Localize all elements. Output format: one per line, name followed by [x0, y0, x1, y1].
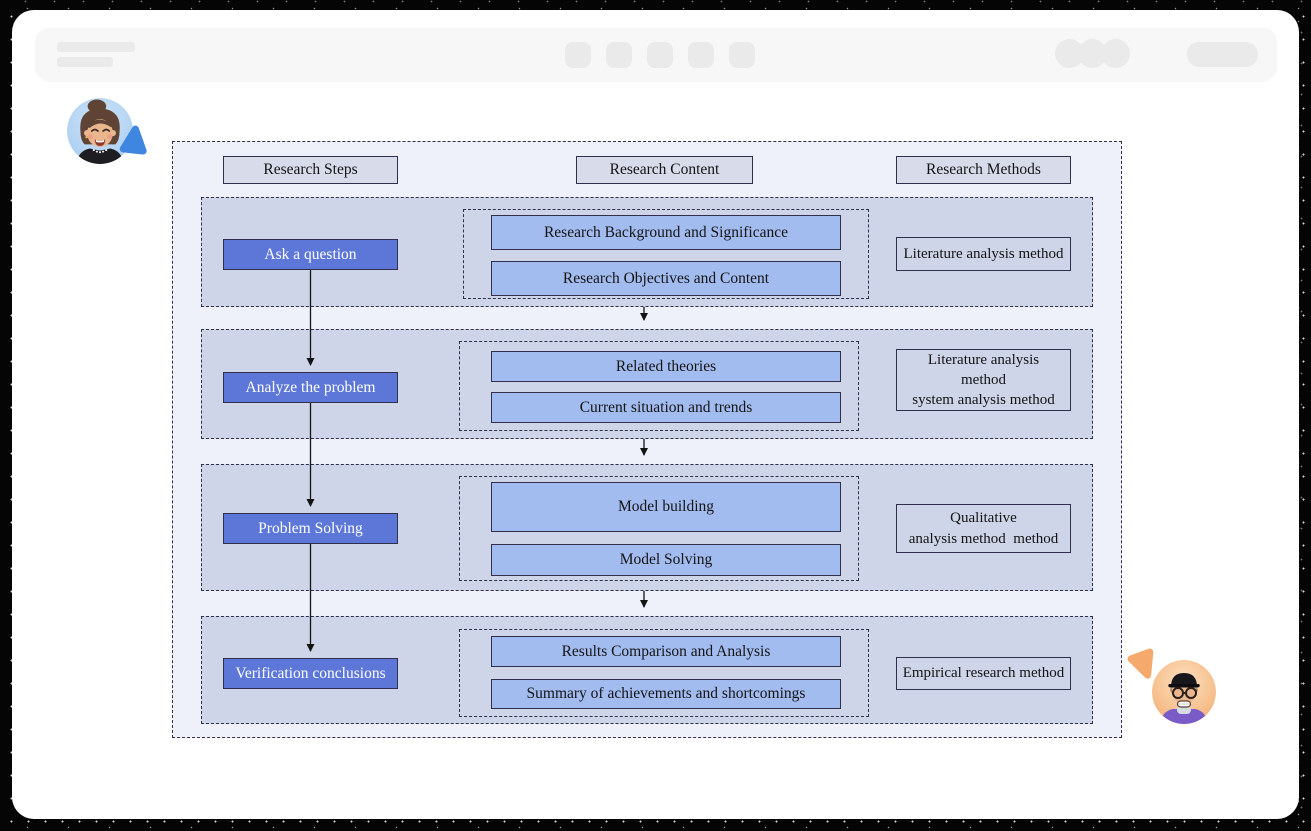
method-box-literature-analysis[interactable]: Literature analysis method — [896, 237, 1071, 271]
toolbar-tool-button-2[interactable] — [606, 42, 632, 68]
method-label: Empirical research method — [902, 665, 1065, 682]
research-flow-diagram: Research Steps Research Content Research… — [172, 141, 1122, 738]
header-research-steps[interactable]: Research Steps — [223, 156, 398, 184]
step-verification-conclusions[interactable]: Verification conclusions — [223, 658, 398, 689]
content-group-3 — [459, 476, 859, 581]
content-group-4 — [459, 629, 869, 717]
header-research-methods-label: Research Methods — [926, 161, 1041, 178]
step-label: Analyze the problem — [245, 378, 376, 396]
toolbar-action-button[interactable] — [1187, 42, 1258, 67]
method-box-literature-system-analysis[interactable]: Literature analysis method system analys… — [896, 349, 1071, 411]
capped-user-with-glasses-avatar — [1152, 660, 1216, 724]
content-label: Results Comparison and Analysis — [561, 642, 771, 660]
content-box-model-building[interactable]: Model building — [491, 482, 841, 532]
toolbar-tool-button-1[interactable] — [565, 42, 591, 68]
content-label: Model building — [617, 498, 714, 515]
content-label: Current situation and trends — [579, 398, 753, 416]
toolbar-tool-button-5[interactable] — [729, 42, 755, 68]
toolbar-title-placeholder — [57, 42, 135, 52]
content-label: Research Objectives and Content — [562, 269, 770, 287]
toolbar-tool-button-4[interactable] — [688, 42, 714, 68]
app-window: Research Steps Research Content Research… — [12, 10, 1299, 819]
female-user-avatar-graphic — [67, 98, 133, 164]
toolbar-subtitle-placeholder — [57, 57, 113, 67]
step-label: Problem Solving — [258, 519, 363, 537]
header-research-content-label: Research Content — [609, 161, 720, 178]
content-box-model-solving[interactable]: Model Solving — [491, 544, 841, 576]
method-label: Literature analysis method — [903, 245, 1064, 262]
content-box-related-theories[interactable]: Related theories — [491, 351, 841, 382]
step-ask-a-question[interactable]: Ask a question — [223, 239, 398, 270]
content-group-2 — [459, 341, 859, 431]
content-box-results-comparison[interactable]: Results Comparison and Analysis — [491, 636, 841, 667]
content-box-summary-achievements[interactable]: Summary of achievements and shortcomings — [491, 679, 841, 709]
blue-collab-cursor-icon — [117, 123, 151, 163]
content-label: Research Background and Significance — [543, 223, 789, 241]
header-research-steps-label: Research Steps — [263, 161, 358, 178]
collaborator-avatar-3[interactable] — [1101, 39, 1130, 68]
method-box-empirical-research[interactable]: Empirical research method — [896, 657, 1071, 690]
content-box-objectives-content[interactable]: Research Objectives and Content — [491, 261, 841, 296]
content-label: Model Solving — [619, 551, 713, 568]
toolbar — [35, 28, 1277, 82]
step-label: Verification conclusions — [235, 664, 386, 682]
method-box-qualitative-analysis[interactable]: Qualitative analysis method method — [896, 504, 1071, 553]
header-research-methods[interactable]: Research Methods — [896, 156, 1071, 184]
content-label: Summary of achievements and shortcomings — [526, 685, 806, 702]
content-label: Related theories — [615, 357, 717, 375]
content-group-1 — [463, 209, 869, 299]
step-analyze-the-problem[interactable]: Analyze the problem — [223, 372, 398, 403]
toolbar-tool-button-3[interactable] — [647, 42, 673, 68]
capped-user-avatar-graphic — [1152, 660, 1216, 724]
method-label: Literature analysis method system analys… — [912, 351, 1055, 409]
female-user-avatar — [67, 98, 133, 164]
step-label: Ask a question — [264, 245, 357, 263]
flow-connectors — [306, 270, 648, 652]
orange-collab-cursor-icon — [1123, 640, 1164, 685]
content-box-background-significance[interactable]: Research Background and Significance — [491, 215, 841, 250]
step-problem-solving[interactable]: Problem Solving — [223, 513, 398, 544]
header-research-content[interactable]: Research Content — [576, 156, 753, 184]
method-label: Qualitative analysis method method — [908, 510, 1059, 547]
content-box-current-situation[interactable]: Current situation and trends — [491, 392, 841, 423]
